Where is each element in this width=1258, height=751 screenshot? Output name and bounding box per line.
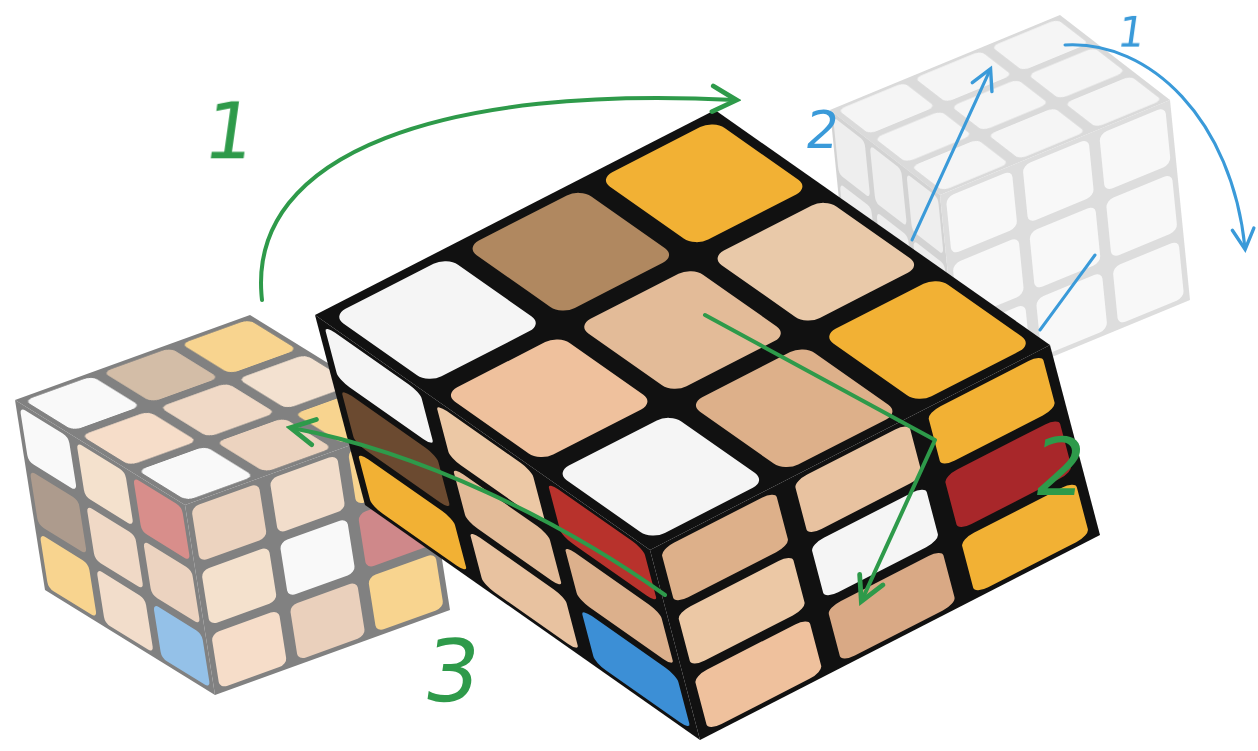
sticker [469, 530, 579, 652]
sticker [191, 483, 267, 562]
callout-number: 1 [1115, 12, 1148, 54]
sticker [96, 569, 153, 654]
cube-face [15, 400, 215, 695]
sticker [357, 452, 467, 574]
main-cube [315, 110, 1100, 740]
sticker [827, 549, 956, 662]
sticker [368, 553, 444, 632]
face-base [315, 315, 700, 740]
sticker [86, 505, 143, 590]
sticker [290, 581, 366, 660]
rotation-arrow [292, 428, 665, 595]
sticker [694, 618, 823, 731]
sticker [143, 540, 200, 625]
callout-number: 3 [419, 628, 486, 714]
sticker [20, 407, 77, 492]
rotation-arrow [912, 70, 990, 240]
sticker [870, 145, 907, 227]
sticker [201, 546, 277, 625]
face-base [650, 345, 1100, 740]
sticker [211, 610, 287, 689]
rotation-stroke [1040, 255, 1095, 330]
sticker [280, 518, 356, 597]
sticker [40, 534, 97, 619]
sticker [153, 604, 210, 689]
sticker [30, 470, 87, 555]
sticker [133, 477, 190, 562]
sticker [270, 455, 346, 534]
rotation-arrow [705, 315, 935, 600]
face-base [15, 400, 215, 695]
callout-number: 1 [200, 92, 261, 170]
sticker [76, 442, 133, 527]
sticker [1113, 240, 1185, 325]
cube-face [315, 315, 700, 740]
rotation-arrow [1065, 45, 1245, 248]
rotation-arrow [261, 98, 735, 300]
cube-face [650, 345, 1100, 740]
